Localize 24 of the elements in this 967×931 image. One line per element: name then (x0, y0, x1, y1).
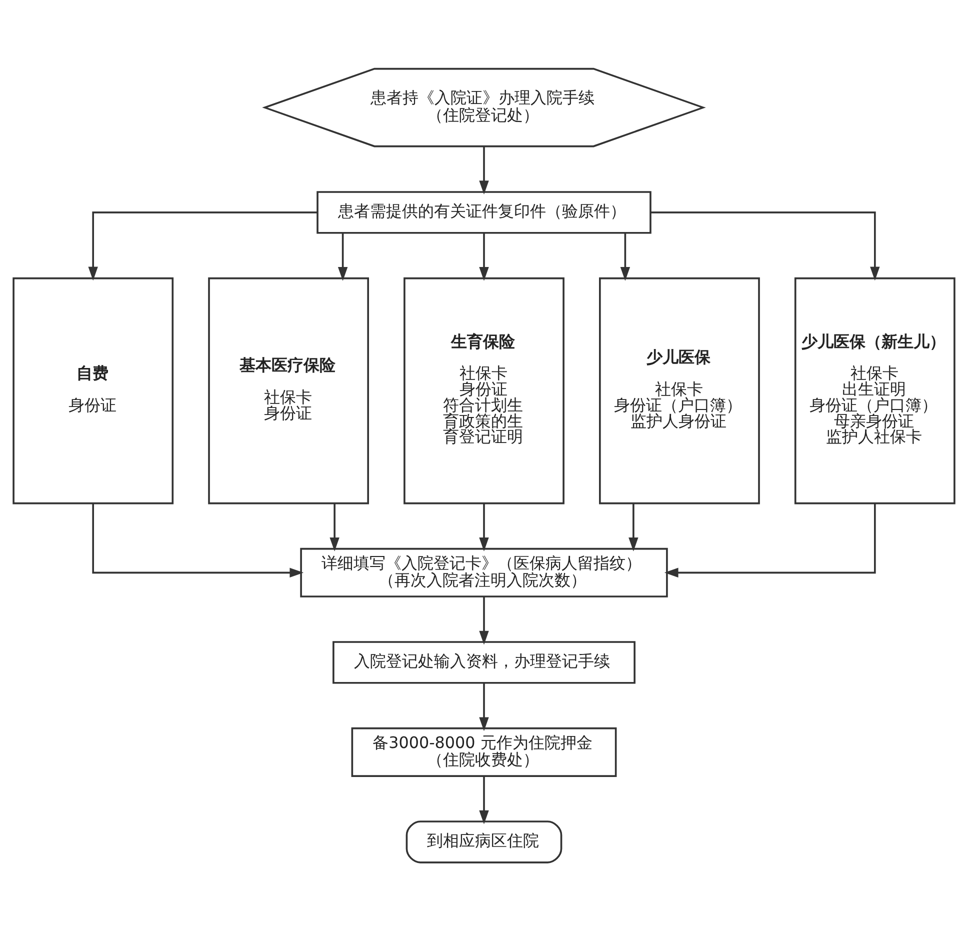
node-box: 到相应病区住院 (405, 820, 562, 864)
node-box: 自费 身份证 (12, 277, 174, 504)
arrow (478, 683, 488, 732)
arrow (650, 212, 880, 281)
node-box: 少儿医保（新生儿） 社保卡 出生证明 身份证（户口簿） 母亲身份证 监护人社保卡 (794, 277, 955, 504)
arrow (620, 232, 630, 281)
arrow (329, 503, 339, 552)
arrow (478, 503, 488, 552)
node-box: 基本医疗保险 社保卡 身份证 (208, 277, 368, 504)
node-box: 详细填写《入院登记卡》（医保病人留指纹） （再次入院者注明入院次数） (300, 548, 668, 598)
arrow (478, 596, 488, 645)
arrow (478, 232, 488, 281)
arrow (337, 232, 348, 281)
arrow (478, 146, 488, 194)
node-box: 生育保险 社保卡 身份证 符合计划生育政策的生育登记证明 (403, 277, 564, 504)
arrow (628, 503, 638, 552)
node-box: 入院登记处输入资料，办理登记手续 (332, 641, 635, 684)
arrow (664, 503, 876, 578)
arrow (478, 776, 488, 824)
node-box: 少儿医保 社保卡 身份证（户口簿） 监护人身份证 (598, 277, 760, 504)
node-box: 患者需提供的有关证件复印件（验原件） (316, 191, 651, 234)
node-box: 备3000-8000 元作为住院押金 （住院收费处） (350, 727, 616, 777)
arrow (88, 212, 317, 281)
arrow (92, 503, 304, 578)
